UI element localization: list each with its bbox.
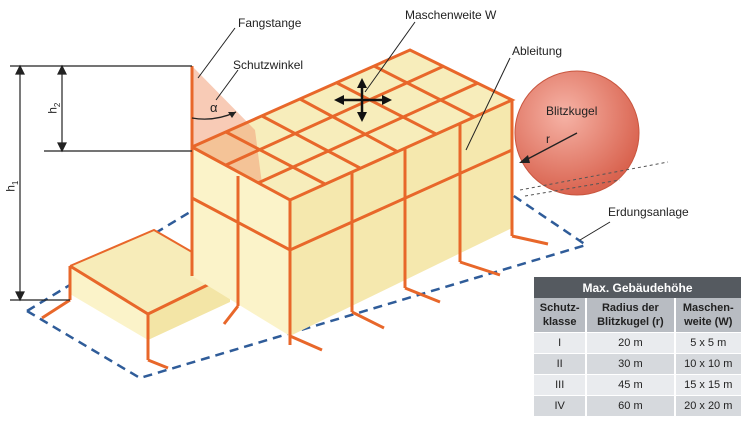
table-cell: 20 m [586, 332, 676, 354]
table-cell: 10 x 10 m [674, 353, 741, 375]
main-building [41, 48, 549, 370]
height-dimensions [10, 64, 192, 302]
protection-class-table: Max. Gebäudehöhe Schutz-klasse Radius de… [534, 277, 741, 416]
label-alpha: α [210, 100, 218, 115]
label-erdungsanlage: Erdungsanlage [608, 205, 689, 219]
table-cell: IV [534, 395, 588, 416]
label-ableitung: Ableitung [512, 44, 563, 58]
table-row: IV 60 m 20 x 20 m [534, 395, 741, 416]
label-fangstange: Fangstange [238, 16, 302, 30]
table-header: Schutz-klasse [534, 298, 588, 333]
table-row: I 20 m 5 x 5 m [534, 332, 741, 354]
table-cell: 15 x 15 m [674, 374, 741, 396]
table-cell: II [534, 353, 588, 375]
table-title: Max. Gebäudehöhe [534, 277, 741, 298]
table-cell: 45 m [586, 374, 676, 396]
table-cell: 30 m [586, 353, 676, 375]
label-radius: r [546, 132, 550, 146]
table-row: III 45 m 15 x 15 m [534, 374, 741, 396]
label-h2: h2 [45, 102, 62, 114]
table-cell: 60 m [586, 395, 676, 416]
label-blitzkugel: Blitzkugel [546, 104, 598, 118]
table-cell: 20 x 20 m [674, 395, 741, 416]
table-cell: 5 x 5 m [674, 332, 741, 354]
table-cell: III [534, 374, 588, 396]
table-header: Maschen-weite (W) [674, 298, 741, 333]
small-building [68, 228, 231, 360]
label-maschenweite: Maschenweite W [405, 8, 497, 22]
label-h1: h1 [3, 180, 20, 192]
table-cell: I [534, 332, 588, 354]
table-row: II 30 m 10 x 10 m [534, 353, 741, 375]
label-schutzwinkel: Schutzwinkel [233, 58, 304, 72]
rolling-sphere [514, 70, 669, 197]
